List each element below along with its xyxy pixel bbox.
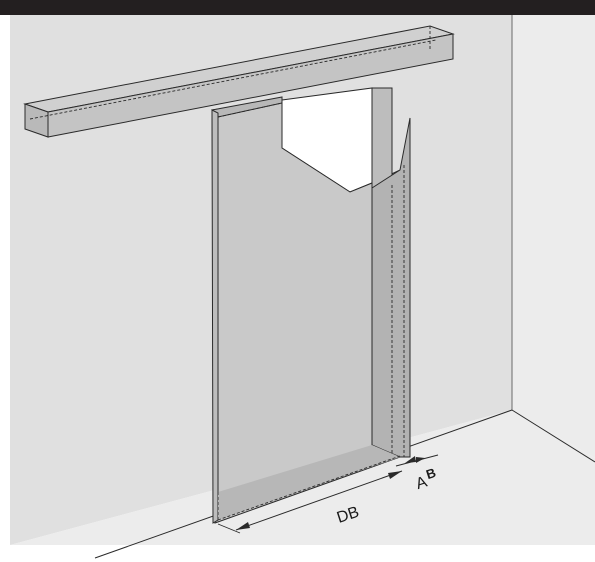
door-hidden-bottom [217, 455, 401, 521]
db-arrow-right [388, 471, 402, 479]
db-dimension-line [235, 470, 403, 531]
db-label: DB [335, 504, 361, 527]
floor-line-side [511, 409, 595, 463]
door-left-edge [211, 109, 219, 524]
door-floor-shadow [218, 445, 400, 520]
door-jamb [371, 87, 393, 189]
rail-side [47, 33, 454, 138]
ab-arrow-right [416, 457, 425, 463]
rail-hidden-line [29, 39, 437, 120]
header-bar [0, 0, 595, 15]
door-hidden-top [217, 102, 283, 118]
db-extension-left [217, 523, 241, 534]
ab-arrow-left [405, 456, 416, 463]
db-arrow-left [236, 522, 250, 530]
side-wall [512, 15, 595, 458]
b-label: B [424, 465, 438, 482]
